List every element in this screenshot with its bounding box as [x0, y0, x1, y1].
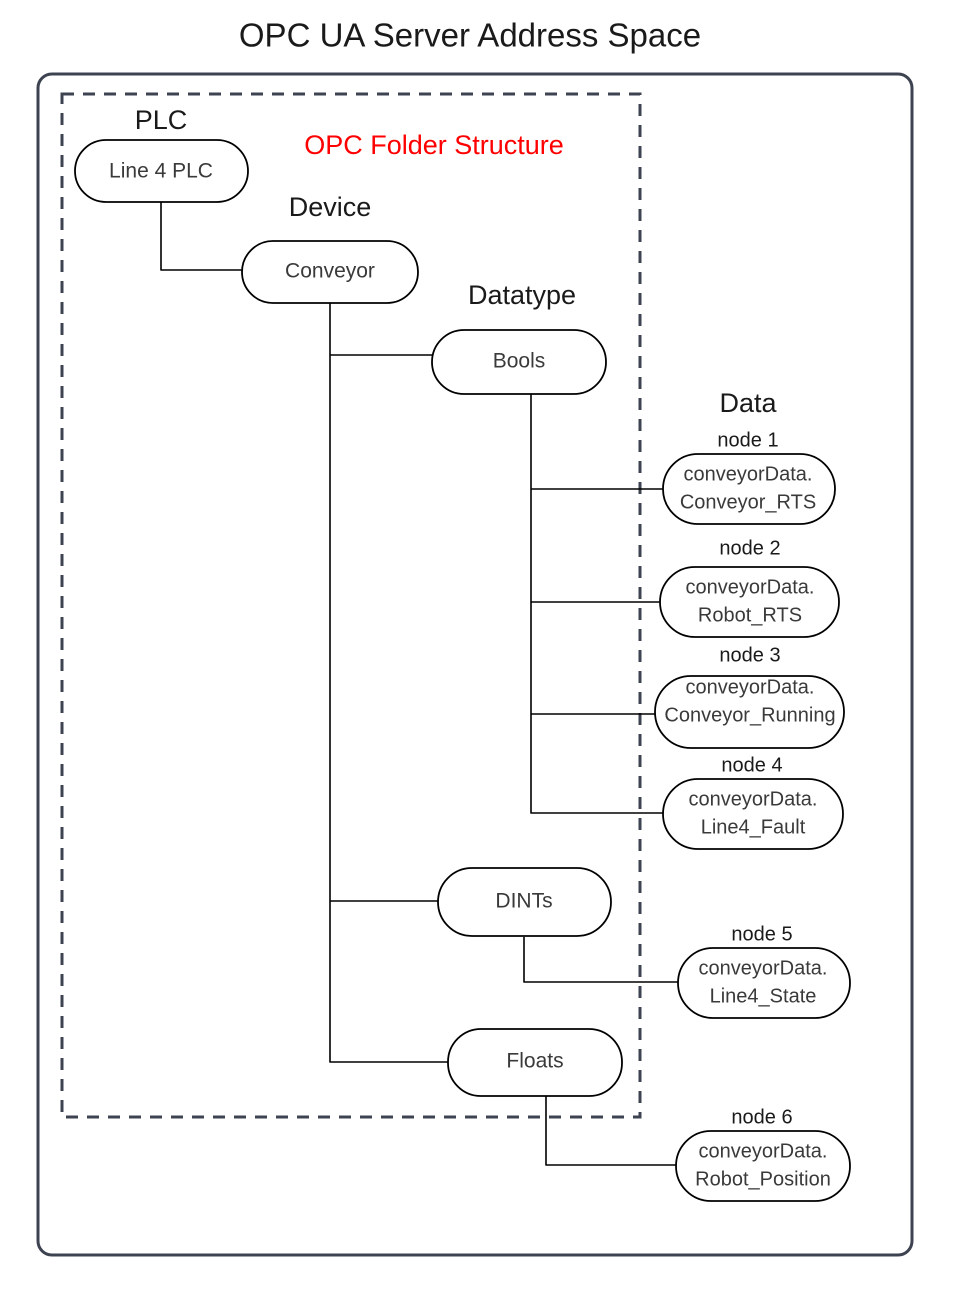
data-node-3-caption: node 3: [719, 644, 780, 666]
opc-folder-boundary: [60, 92, 642, 1119]
connector-plc-to-conveyor: [160, 201, 242, 271]
node-dints-label: DINTs: [495, 890, 552, 913]
node-line4-plc-label: Line 4 PLC: [109, 160, 213, 183]
data-node-6-caption: node 6: [731, 1106, 792, 1128]
data-node-5-line1: conveyorData.: [699, 957, 828, 979]
data-node-1-line1: conveyorData.: [684, 463, 813, 485]
connector-bools-trunk-to-node4: [530, 394, 663, 814]
connector-floats-to-node6: [545, 1096, 676, 1166]
node-bools-label: Bools: [493, 350, 546, 373]
data-node-5-line2: Line4_State: [710, 985, 817, 1007]
data-node-2-line2: Robot_RTS: [698, 604, 802, 626]
node-conveyor-shape: [241, 240, 419, 304]
section-label-datatype: Datatype: [468, 280, 576, 310]
data-node-1-caption: node 1: [717, 429, 778, 451]
data-node-2[interactable]: conveyorData. Robot_RTS: [659, 566, 840, 638]
data-node-6[interactable]: conveyorData. Robot_Position: [675, 1130, 851, 1202]
data-node-2-caption: node 2: [719, 537, 780, 559]
data-node-1[interactable]: conveyorData. Conveyor_RTS: [662, 453, 836, 525]
data-node-3-line1: conveyorData.: [686, 676, 815, 698]
data-node-2-line1: conveyorData.: [686, 576, 815, 598]
section-label-data: Data: [719, 388, 777, 418]
section-label-device: Device: [289, 192, 372, 222]
node-bools[interactable]: Bools: [431, 329, 607, 395]
node-conveyor-label: Conveyor: [285, 260, 375, 283]
data-node-6-line2: Robot_Position: [695, 1168, 831, 1190]
data-node-4-line1: conveyorData.: [689, 788, 818, 810]
node-bools-shape: [431, 329, 607, 395]
data-node-6-line1: conveyorData.: [699, 1140, 828, 1162]
node-line4-plc[interactable]: Line 4 PLC: [74, 139, 249, 203]
data-node-5[interactable]: conveyorData. Line4_State: [677, 947, 851, 1019]
node-dints-shape: [437, 867, 612, 937]
node-dints[interactable]: DINTs: [437, 867, 612, 937]
node-line4-plc-shape: [74, 139, 249, 203]
data-node-4[interactable]: conveyorData. Line4_Fault: [662, 778, 844, 850]
node-floats-label: Floats: [506, 1050, 563, 1073]
data-node-6-shape: [675, 1130, 851, 1202]
data-node-3-line2: Conveyor_Running: [664, 704, 835, 726]
data-node-4-line2: Line4_Fault: [701, 816, 806, 838]
node-floats-shape: [447, 1028, 623, 1097]
section-label-plc: PLC: [135, 105, 188, 135]
data-node-5-caption: node 5: [731, 923, 792, 945]
page-title: OPC UA Server Address Space: [239, 17, 701, 54]
connector-dints-to-node5: [523, 937, 678, 983]
data-node-4-shape: [662, 778, 844, 850]
data-node-1-shape: [662, 453, 836, 525]
connector-conveyor-trunk-to-floats: [329, 303, 448, 1063]
data-node-5-shape: [677, 947, 851, 1019]
data-node-2-shape: [659, 566, 840, 638]
data-node-1-line2: Conveyor_RTS: [680, 491, 816, 513]
data-node-3-shape: [654, 675, 845, 749]
node-floats[interactable]: Floats: [447, 1028, 623, 1097]
data-node-4-caption: node 4: [721, 754, 782, 776]
data-node-3[interactable]: conveyorData. Conveyor_Running: [654, 675, 845, 749]
node-conveyor[interactable]: Conveyor: [241, 240, 419, 304]
opc-folder-structure-label: OPC Folder Structure: [304, 130, 564, 160]
